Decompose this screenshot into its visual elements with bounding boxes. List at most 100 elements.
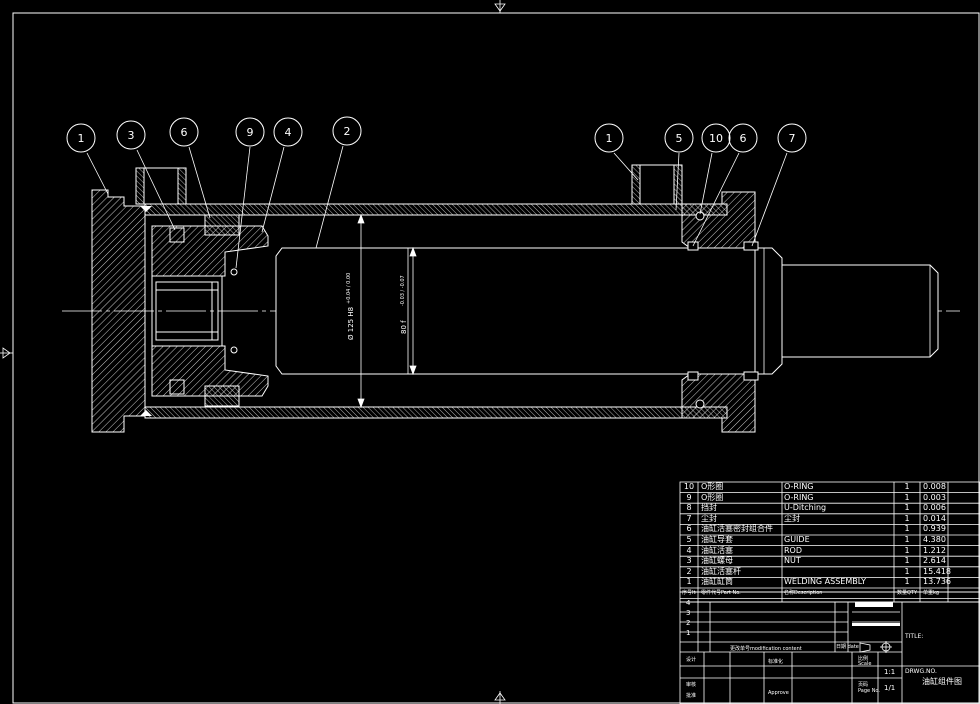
bom-cell-qty: 1	[904, 535, 910, 544]
bom-cell-cn: 挡封	[701, 503, 717, 513]
date-label: 日期 date	[836, 644, 859, 650]
bom-grid	[679, 481, 980, 704]
bom-cell-en: GUIDE	[784, 535, 810, 544]
bom-cell-en: U-Ditching	[784, 503, 827, 513]
bom-cell-en: ROD	[784, 545, 803, 555]
barrel-bottom-wall	[144, 406, 728, 419]
projection-symbol	[859, 641, 892, 653]
balloon-1	[66, 123, 96, 153]
bom-cell-qty: 1	[904, 503, 910, 513]
rod-end	[781, 264, 939, 358]
dimension-lines	[357, 213, 417, 409]
balloon-10	[728, 123, 758, 153]
bom-cell-no: 序号Item	[682, 590, 696, 596]
rev-1: 1	[686, 629, 691, 637]
end-cap	[91, 189, 146, 433]
bom-cell-cn: 油缸活塞杆	[701, 566, 741, 576]
bom-cell-en: O-RING	[784, 482, 814, 491]
bom-cell-w: 13.736	[923, 577, 951, 587]
sheet-value: 1/1	[884, 684, 896, 692]
balloon-label: 1	[78, 132, 85, 145]
bom-cell-no: 8	[686, 503, 692, 513]
bom-cell-no: 1	[686, 577, 692, 587]
bom-cell-cn: 油缸导套	[701, 535, 733, 544]
bom-cell-cn: 油缸活塞密封组合件	[701, 524, 773, 534]
piston-rod	[275, 247, 783, 375]
bom-cell-w: 1.212	[923, 545, 946, 555]
balloon-label: 2	[344, 125, 351, 138]
balloon-label: 6	[740, 132, 747, 145]
bom-cell-cn: 零件代号Part No.	[701, 590, 741, 596]
balloon-label: 9	[247, 126, 254, 139]
rev-4: 4	[686, 599, 691, 607]
bom-cell-cn: O形圈	[701, 482, 724, 491]
bom-cell-no: 5	[686, 535, 692, 544]
page-label-en: Page No.	[858, 688, 880, 694]
barrel-top-wall	[144, 203, 728, 216]
balloon-circles	[66, 116, 807, 153]
bom-cell-cn: 油缸缸筒	[701, 577, 733, 587]
design-label: 设计	[686, 657, 697, 663]
bom-cell-qty: 1	[904, 492, 910, 502]
drawing-no-label: DRWG.NO.	[905, 668, 937, 675]
approve-label: Approve	[768, 690, 789, 696]
bom-cell-w: 2.614	[923, 556, 946, 566]
bom-cell-w: 0.939	[923, 524, 946, 534]
rev-3: 3	[686, 609, 691, 617]
balloon-11	[777, 123, 807, 153]
title-label: TITLE:	[905, 633, 924, 640]
bom-cell-w: 0.006	[923, 503, 946, 513]
approve-label-cn: 批准	[686, 693, 697, 699]
center-marks	[0, 0, 506, 704]
bore-dimension: Ø 125 H8	[347, 307, 355, 340]
balloon-2	[116, 120, 146, 150]
bom-cell-no: 6	[686, 524, 692, 534]
balloon-label: 5	[676, 132, 683, 145]
bom-cell-no: 10	[683, 482, 695, 491]
bom-cell-qty: 1	[904, 556, 910, 566]
gland	[681, 191, 759, 433]
bore-tolerance: +0.04 / 0.00	[346, 273, 352, 304]
page-label: 页码	[858, 682, 869, 688]
bom-cell-w: 0.014	[923, 513, 946, 523]
balloon-label: 3	[128, 129, 135, 142]
bom-cell-cn: O形圈	[701, 492, 724, 502]
bom-row: 8 挡封 U-Ditching 1 0.006	[680, 503, 980, 514]
drawing-name: 油缸组件图	[922, 677, 962, 686]
piston-seals	[169, 214, 240, 407]
bom-cell-en: 尘封	[784, 513, 800, 523]
balloon-6	[332, 116, 362, 146]
bom-cell-no: 2	[686, 566, 692, 576]
balloon-8	[664, 123, 694, 153]
bom-cell-qty: 数量QTY	[896, 590, 918, 596]
review-label: 审核	[686, 682, 697, 688]
bom-cell-no: 9	[686, 492, 692, 502]
bom-cell-no: 7	[686, 513, 692, 523]
balloon-label: 7	[789, 132, 796, 145]
bom-cell-en: O-RING	[784, 492, 814, 502]
balloon-label: 1	[606, 132, 613, 145]
piston	[151, 225, 269, 397]
bom-cell-cn: 尘封	[701, 513, 717, 523]
left-port	[135, 167, 187, 205]
bom-cell-qty: 1	[904, 482, 910, 491]
balloon-label: 10	[709, 132, 723, 145]
leader-lines	[86, 145, 788, 269]
balloon-9	[701, 123, 731, 153]
scale-label: 比例	[858, 656, 869, 662]
bom-cell-qty: 1	[904, 577, 910, 587]
standard-label: 标准化	[768, 659, 784, 665]
bom-cell-en: 名称Description	[784, 590, 823, 596]
scale-label-en: Scale	[858, 661, 872, 667]
